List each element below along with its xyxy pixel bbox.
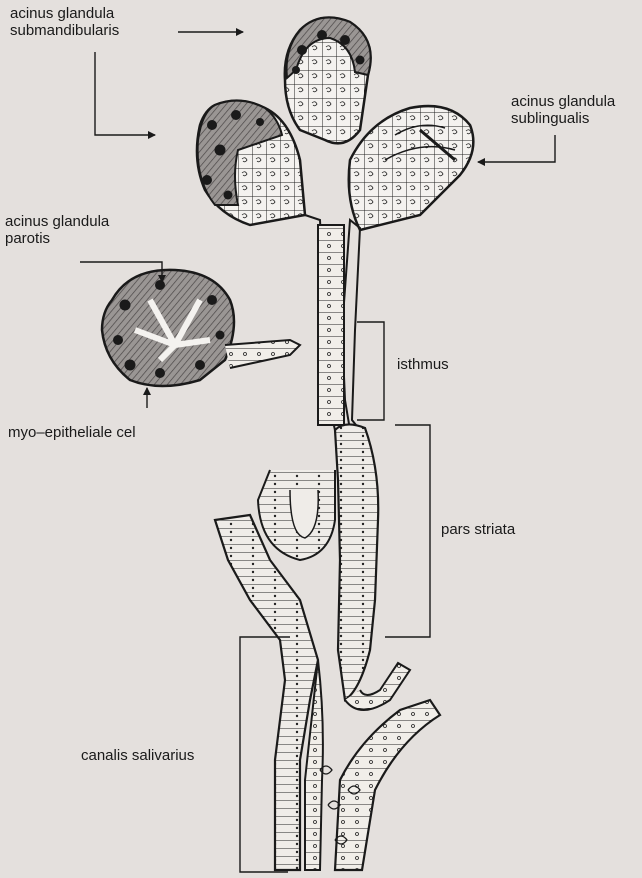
label-canalis-salivarius: canalis salivarius xyxy=(81,747,194,764)
label-parotis-line2: parotis xyxy=(5,230,109,247)
label-pars-striata: pars striata xyxy=(441,521,515,538)
parotid-acinus xyxy=(102,270,300,386)
pars-striata-duct xyxy=(335,424,410,710)
label-isthmus: isthmus xyxy=(397,356,449,373)
small-striated-branch xyxy=(258,470,335,560)
label-acinus-sublingualis: acinus glandula sublingualis xyxy=(511,93,615,127)
label-submandibularis-line2: submandibularis xyxy=(10,22,119,39)
submandibular-acinus-top xyxy=(285,18,371,144)
label-acinus-submandibularis: acinus glandula submandibularis xyxy=(10,5,119,39)
canalis-salivarius-duct xyxy=(305,660,440,870)
submandibular-acinus-left xyxy=(197,101,305,225)
submandibularis-arrow-left xyxy=(95,52,155,135)
isthmus-bracket xyxy=(357,322,384,420)
sublingual-acinus xyxy=(349,106,474,230)
label-acinus-parotis: acinus glandula parotis xyxy=(5,213,109,247)
label-sublingualis-line2: sublingualis xyxy=(511,110,615,127)
intercalated-duct xyxy=(305,215,360,430)
label-myoepithelial-cell: myo–epitheliale cel xyxy=(8,424,136,441)
label-sublingualis-line1: acinus glandula xyxy=(511,93,615,110)
pars-striata-bracket xyxy=(385,425,430,637)
label-submandibularis-line1: acinus glandula xyxy=(10,5,119,22)
label-parotis-line1: acinus glandula xyxy=(5,213,109,230)
left-striated-duct xyxy=(215,515,318,870)
sublingualis-arrow xyxy=(478,135,555,162)
